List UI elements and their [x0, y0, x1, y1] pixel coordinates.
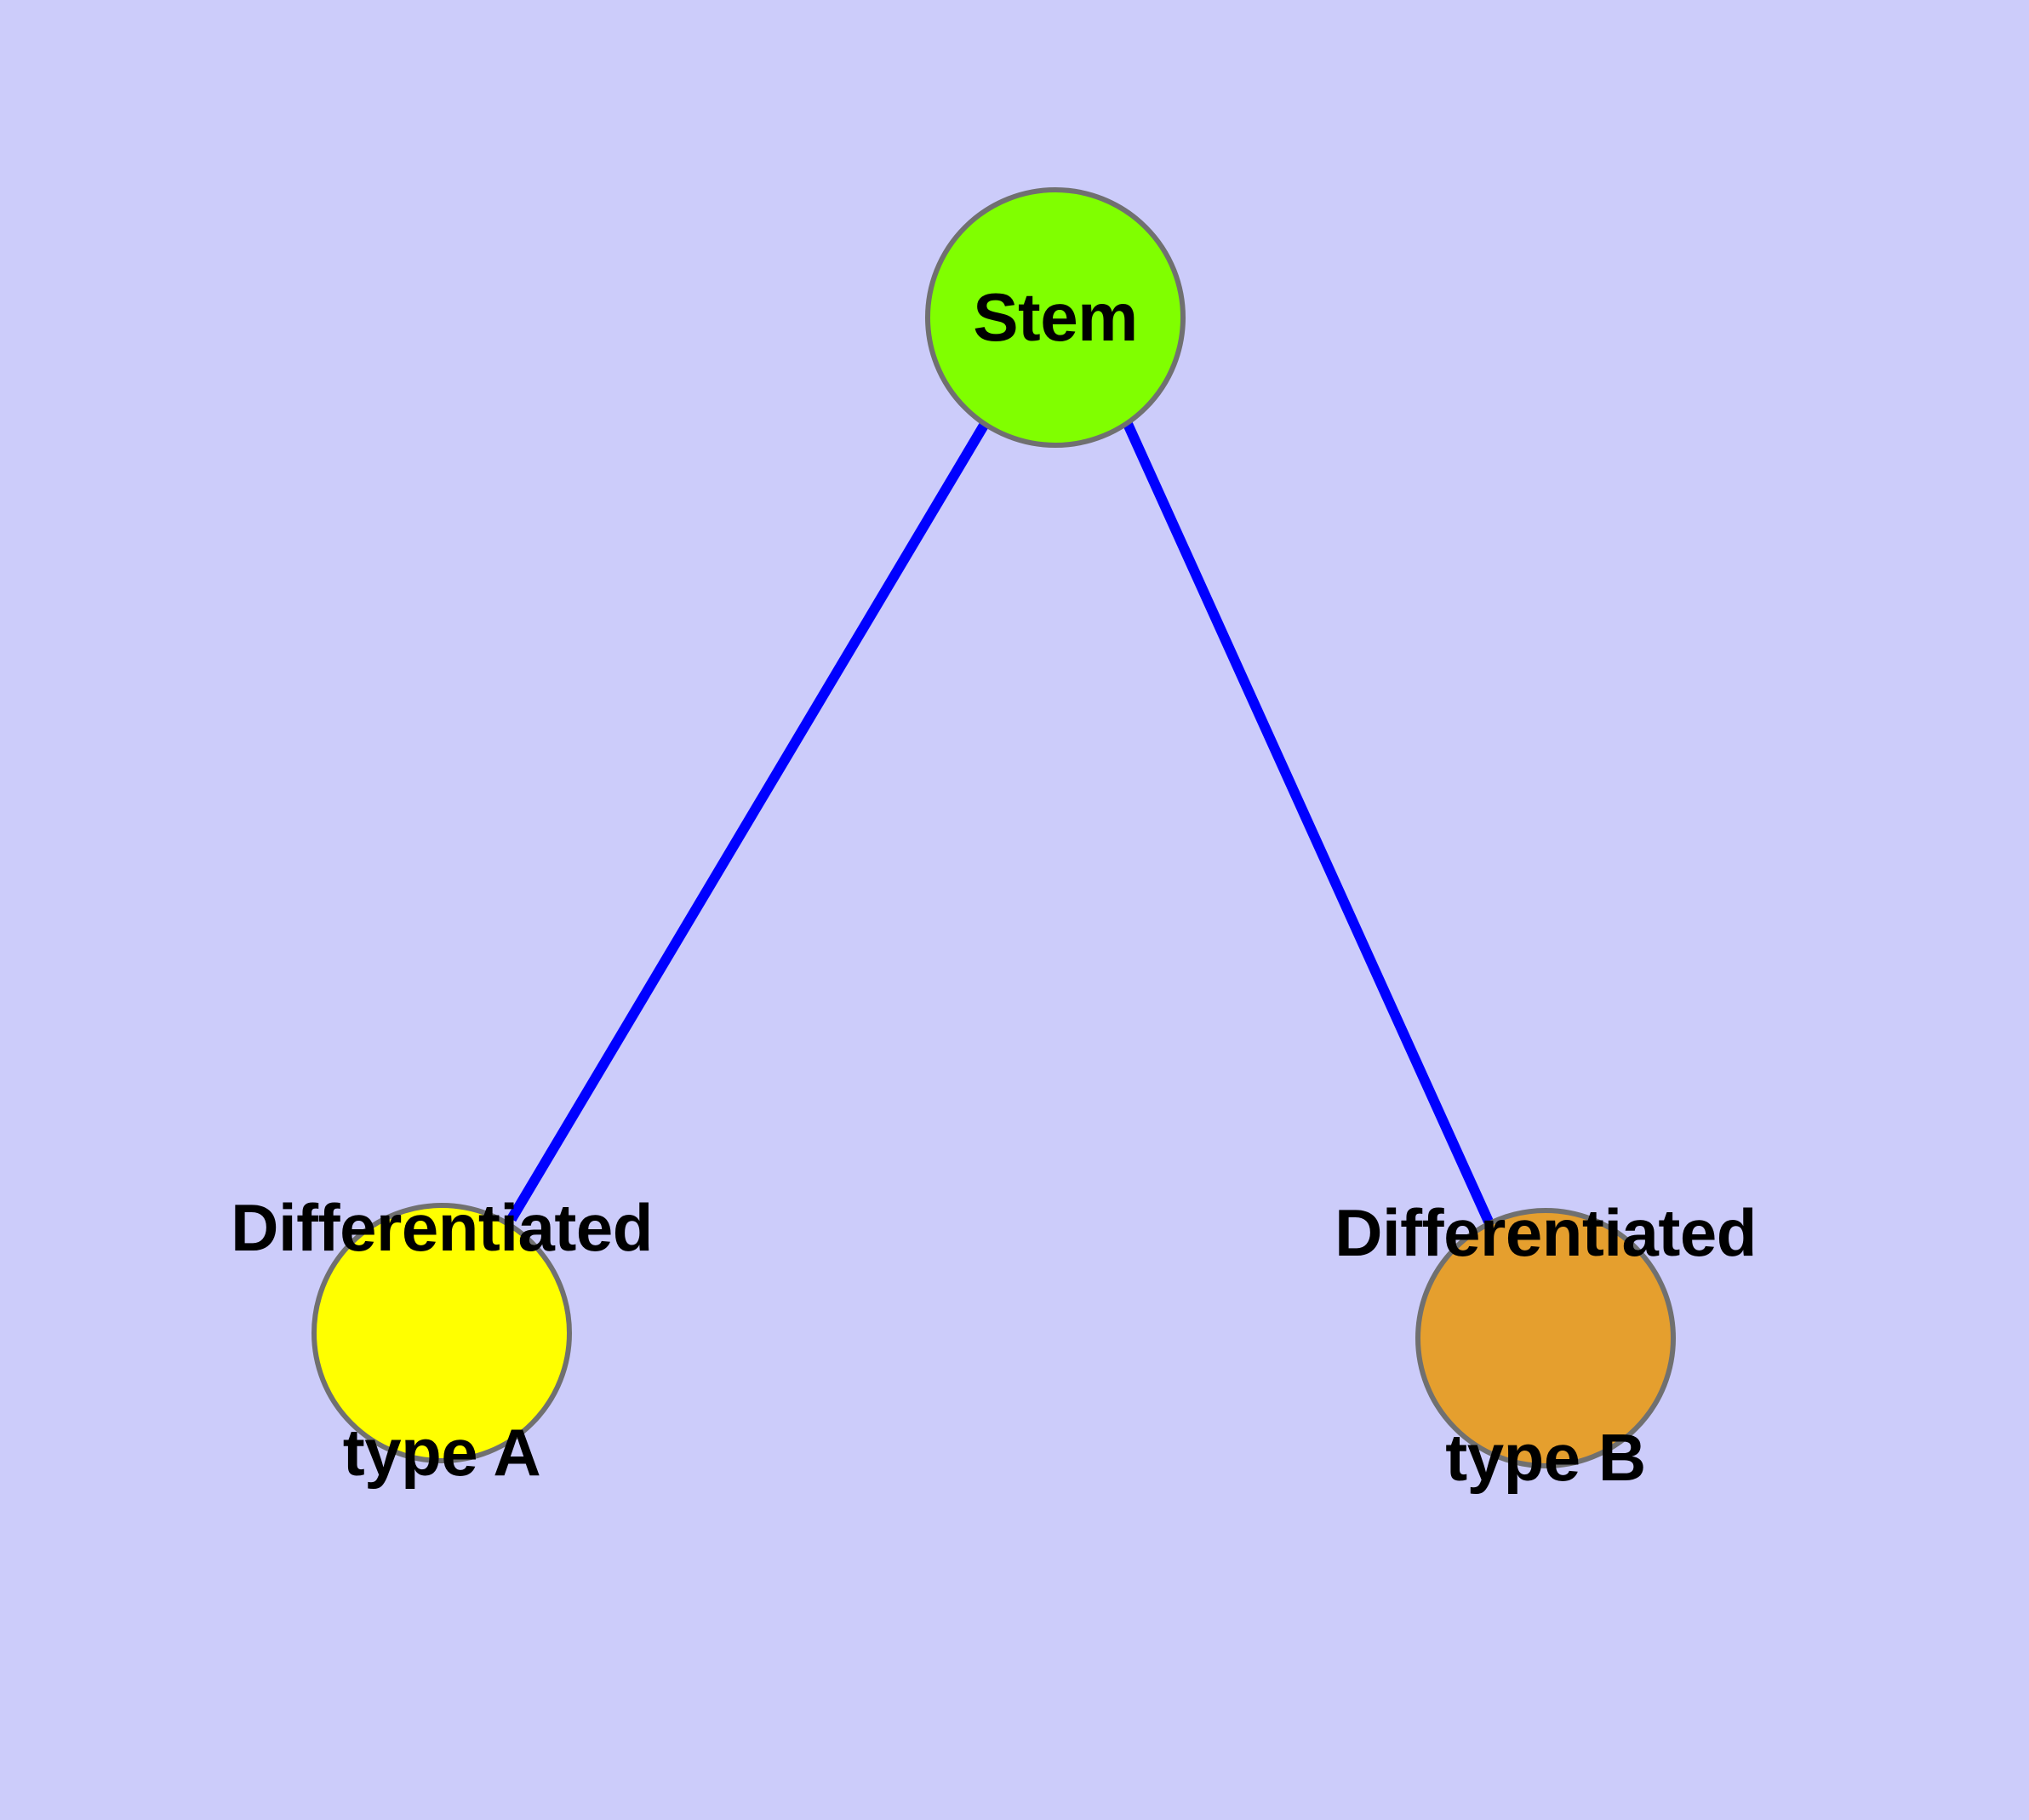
nodes-group [311, 187, 1676, 1468]
node-differentiated-type-a[interactable] [311, 1203, 572, 1463]
edge-stem-to-type-b[interactable] [1123, 421, 1494, 1224]
edge-stem-to-type-a[interactable] [506, 421, 990, 1222]
node-differentiated-type-b[interactable] [1415, 1208, 1676, 1468]
edges-group [506, 421, 1494, 1224]
node-stem[interactable] [925, 187, 1186, 448]
